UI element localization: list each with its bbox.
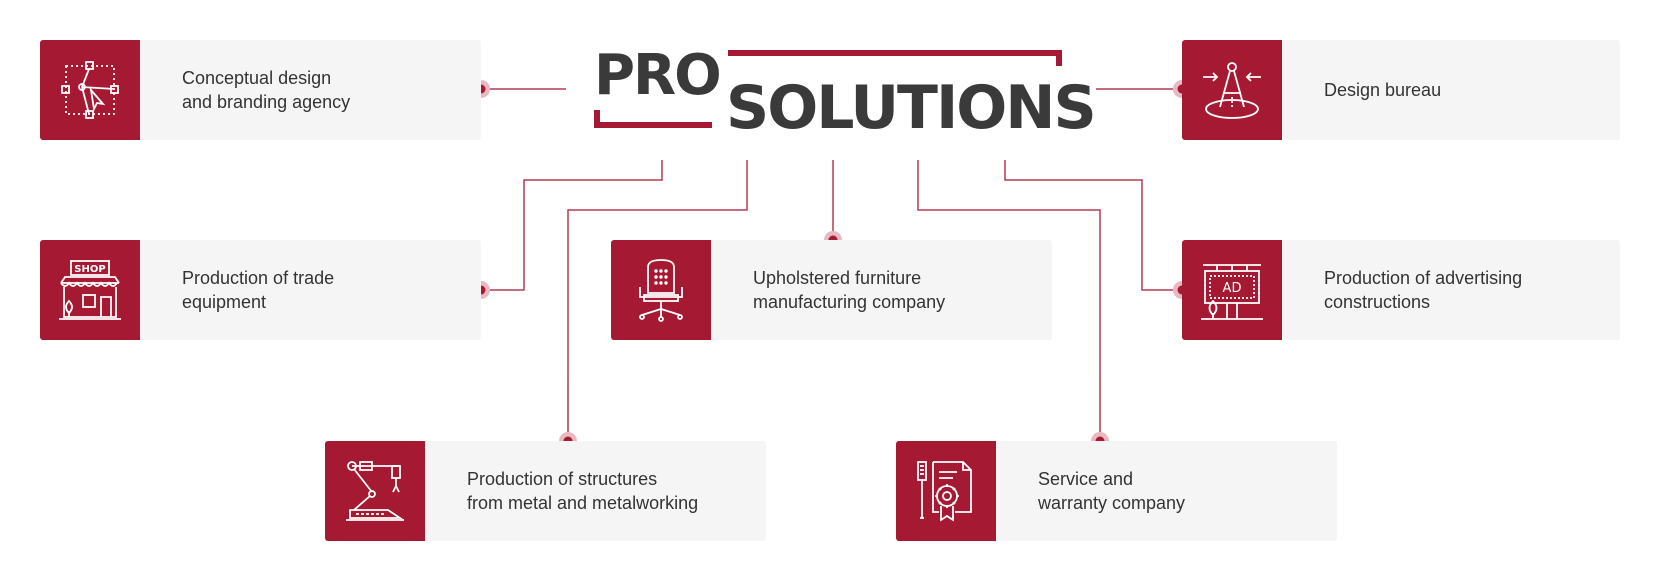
service-label: Production of structures from metal and … bbox=[467, 467, 698, 515]
service-label-line2: warranty company bbox=[1038, 493, 1186, 513]
service-label: Upholstered furniture manufacturing comp… bbox=[753, 266, 945, 314]
service-card-design-bureau: Design bureau bbox=[1182, 40, 1620, 140]
design-tool-icon bbox=[40, 40, 140, 140]
service-card-advertising: AD Production of advertising constructio… bbox=[1182, 240, 1620, 340]
logo-bottom-bar-end bbox=[594, 110, 600, 128]
service-label: Design bureau bbox=[1324, 78, 1441, 102]
service-label-line2: and branding agency bbox=[182, 92, 351, 112]
service-label-line2: constructions bbox=[1324, 292, 1431, 312]
svg-text:AD: AD bbox=[1223, 281, 1242, 296]
service-label-line1: Service and bbox=[1038, 469, 1134, 489]
service-card-trade-equipment: SHOP Production of trade equipment bbox=[40, 240, 481, 340]
service-label: Service and warranty company bbox=[1038, 467, 1185, 515]
compass-icon bbox=[1182, 40, 1282, 140]
logo-pro-text: PRO bbox=[594, 43, 722, 108]
service-card-metalworking: Production of structures from metal and … bbox=[325, 441, 766, 541]
service-label-line1: Production of structures bbox=[467, 469, 658, 489]
service-card-branding-agency: Conceptual design and branding agency bbox=[40, 40, 481, 140]
service-label-line1: Design bureau bbox=[1324, 80, 1442, 100]
service-label-line2: equipment bbox=[182, 292, 267, 312]
warranty-certificate-icon bbox=[896, 441, 996, 541]
pro-solutions-logo: PRO SOLUTIONS bbox=[590, 43, 1097, 143]
service-label-line1: Conceptual design bbox=[182, 68, 332, 88]
service-label-line1: Production of advertising bbox=[1324, 268, 1523, 288]
service-label-line2: manufacturing company bbox=[753, 292, 946, 312]
robotic-arm-icon bbox=[325, 441, 425, 541]
service-label: Conceptual design and branding agency bbox=[182, 66, 350, 114]
svg-text:SHOP: SHOP bbox=[74, 264, 105, 275]
service-card-warranty: Service and warranty company bbox=[896, 441, 1337, 541]
logo-top-bar-end bbox=[1056, 50, 1062, 66]
service-label: Production of trade equipment bbox=[182, 266, 334, 314]
service-label-line2: from metal and metalworking bbox=[467, 493, 699, 513]
logo-bottom-bar bbox=[594, 122, 712, 128]
office-chair-icon bbox=[611, 240, 711, 340]
billboard-icon: AD bbox=[1182, 240, 1282, 340]
logo-top-bar bbox=[728, 50, 1062, 56]
service-card-furniture: Upholstered furniture manufacturing comp… bbox=[611, 240, 1052, 340]
service-label-line1: Production of trade bbox=[182, 268, 335, 288]
shop-icon: SHOP bbox=[40, 240, 140, 340]
service-label: Production of advertising constructions bbox=[1324, 266, 1522, 314]
logo-solutions-text: SOLUTIONS bbox=[726, 73, 1097, 143]
service-label-line1: Upholstered furniture bbox=[753, 268, 922, 288]
